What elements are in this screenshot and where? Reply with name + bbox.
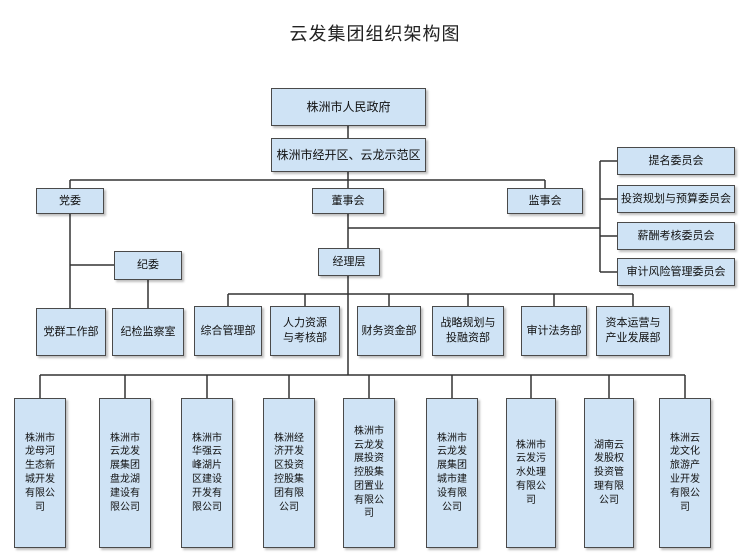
node-dept-hr: 人力资源与考核部 [270, 306, 340, 356]
node-dept-general: 综合管理部 [194, 306, 262, 356]
node-subsidiary: 株洲市云龙发展集团盘龙湖建设有限公司 [99, 398, 151, 548]
node-management: 经理层 [318, 248, 380, 276]
node-dept-finance: 财务资金部 [357, 306, 421, 356]
node-committee-nomination: 提名委员会 [617, 147, 735, 175]
node-development-zone: 株洲市经开区、云龙示范区 [271, 138, 426, 172]
node-government: 株洲市人民政府 [271, 88, 426, 126]
node-committee-investment-budget: 投资规划与预算委员会 [617, 185, 735, 213]
node-committee-audit-risk: 审计风险管理委员会 [617, 258, 735, 286]
node-subsidiary: 株洲市云发污水处理有限公司 [506, 398, 556, 548]
node-subsidiary: 株洲市华强云峰湖片区建设开发有限公司 [181, 398, 233, 548]
node-subsidiary: 株洲市龙母河生态新城开发有限公司 [14, 398, 66, 548]
node-subsidiary: 湖南云发股权投资管理有限公司 [584, 398, 634, 548]
node-subsidiary: 株洲云龙文化旅游产业开发有限公司 [659, 398, 711, 548]
node-board: 董事会 [312, 188, 384, 214]
node-discipline-committee: 纪委 [114, 251, 182, 280]
node-dept-audit-legal: 审计法务部 [521, 306, 587, 356]
node-party-committee: 党委 [36, 188, 104, 214]
node-dept-strategy: 战略规划与投融资部 [432, 306, 504, 356]
node-party-work-dept: 党群工作部 [36, 308, 106, 356]
node-dept-capital: 资本运营与产业发展部 [596, 306, 670, 356]
node-discipline-office: 纪检监察室 [112, 308, 184, 356]
page-title: 云发集团组织架构图 [289, 24, 461, 45]
node-subsidiary: 株洲经济开发区投资控股集团有限公司 [263, 398, 315, 548]
node-committee-compensation: 薪酬考核委员会 [617, 222, 735, 250]
node-subsidiary: 株洲市云龙发展集团城市建设有限公司 [426, 398, 478, 548]
node-subsidiary: 株洲市云龙发展投资控股集团置业有限公司 [343, 398, 395, 548]
node-supervisory-board: 监事会 [507, 188, 583, 214]
